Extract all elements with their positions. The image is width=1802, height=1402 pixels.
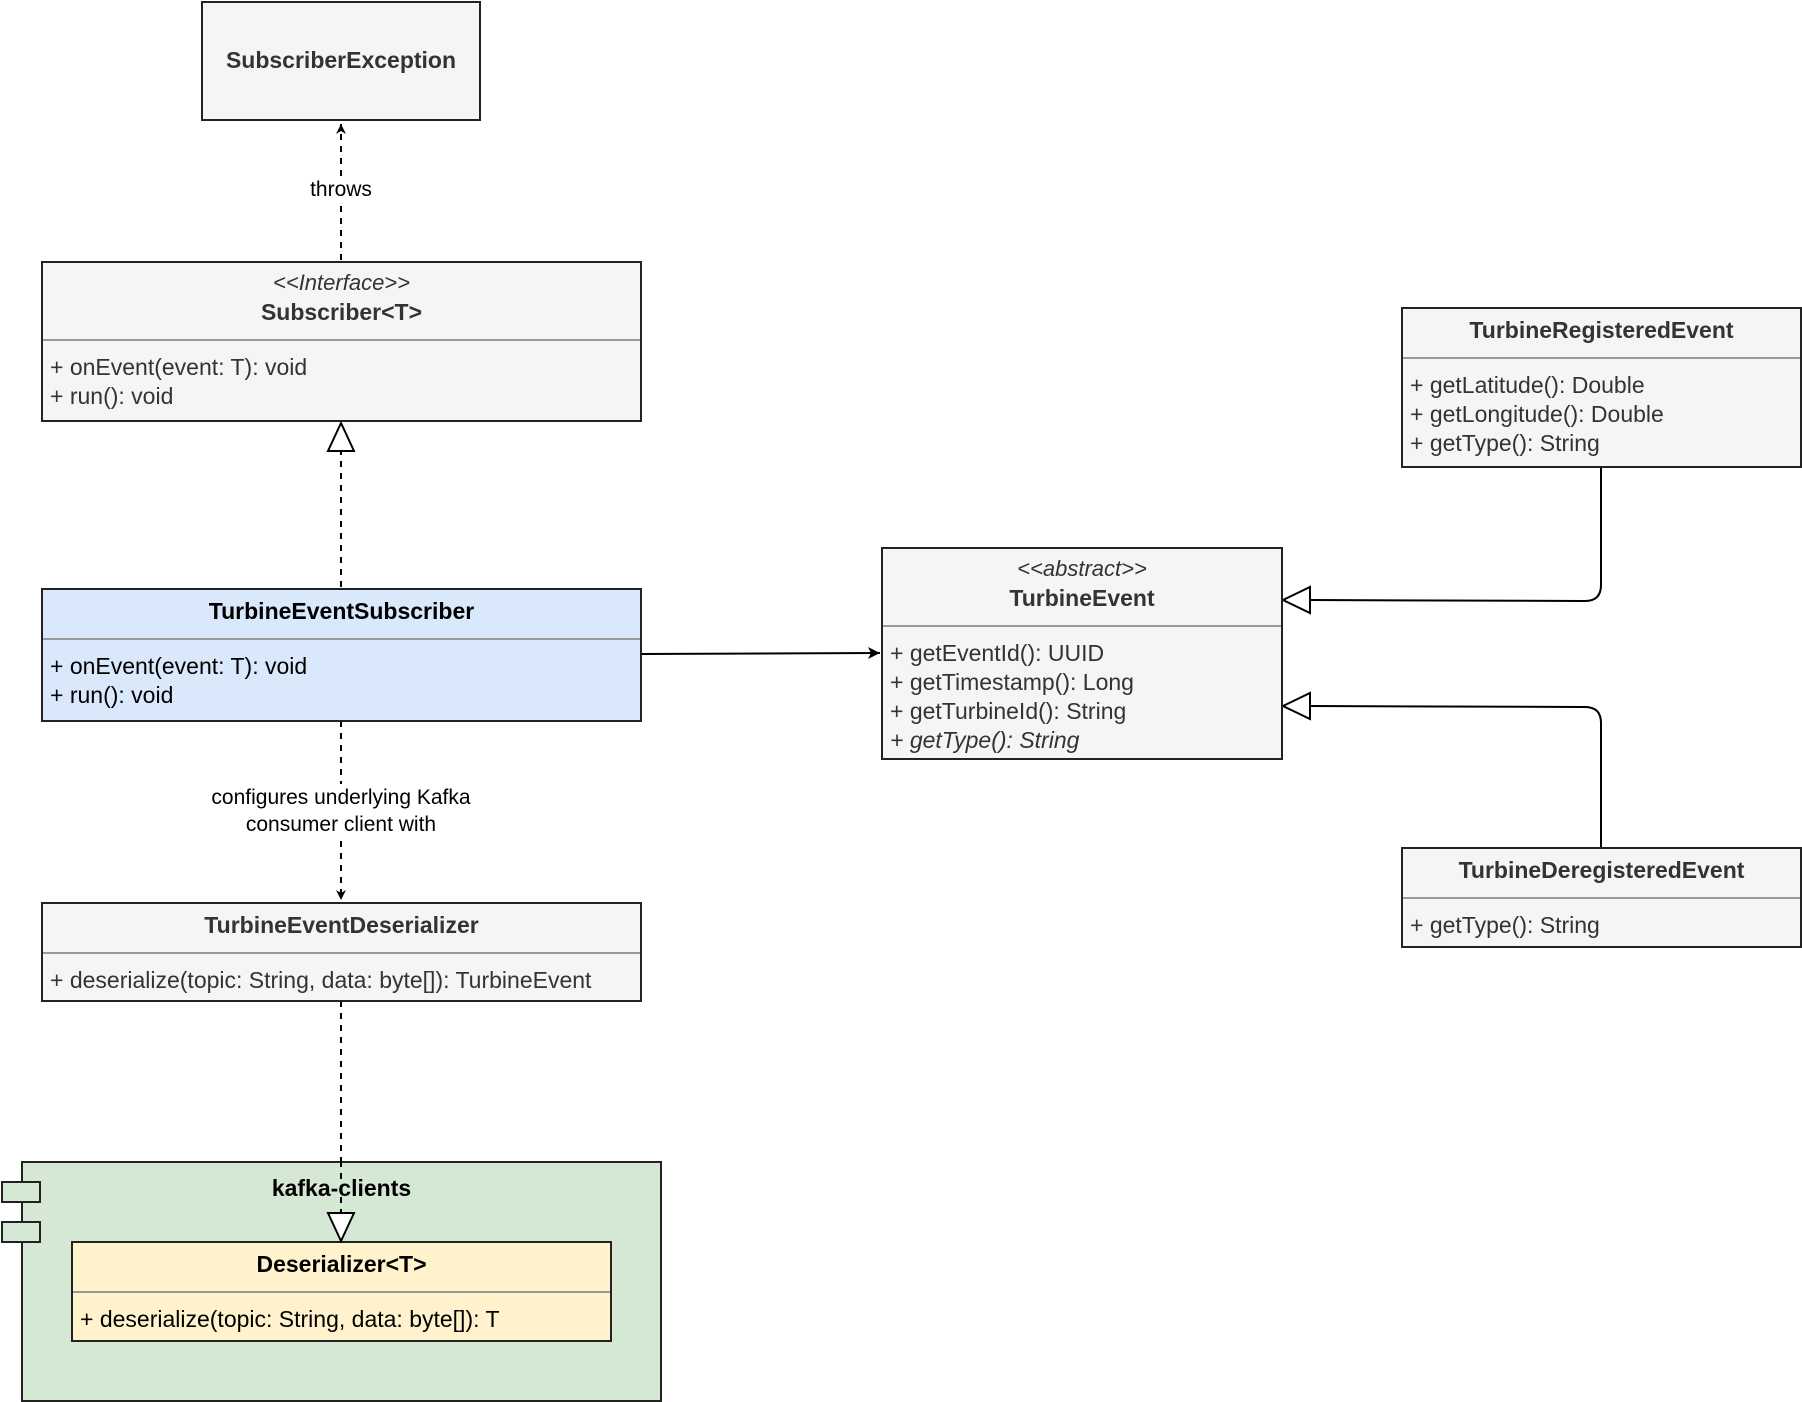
component-tab-icon xyxy=(1,1221,41,1243)
class-turbine-registered-event[interactable]: TurbineRegisteredEvent + getLatitude(): … xyxy=(1401,307,1802,468)
method: + deserialize(topic: String, data: byte[… xyxy=(80,1306,500,1332)
throws-label-text: throws xyxy=(310,178,372,201)
method: + getType(): String xyxy=(1410,912,1600,938)
method: + run(): void xyxy=(50,682,174,708)
class-turbine-deregistered-event[interactable]: TurbineDeregisteredEvent + getType(): St… xyxy=(1401,847,1802,948)
class-subscriber-exception[interactable]: SubscriberException xyxy=(201,1,481,121)
class-name: TurbineEvent xyxy=(1009,585,1155,611)
method: + getType(): String xyxy=(1410,430,1600,456)
component-tab-icon xyxy=(1,1181,41,1203)
class-name: Deserializer<T> xyxy=(256,1251,427,1277)
configures-label-line-2: consumer client with xyxy=(245,813,437,836)
generalization-arrowhead-registered xyxy=(1280,585,1311,615)
association-line-turbine-event xyxy=(640,647,881,660)
compartment-divider xyxy=(1403,897,1800,899)
class-name: SubscriberException xyxy=(225,47,457,73)
realization-arrowhead-subscriber xyxy=(326,420,356,452)
class-name: Subscriber<T> xyxy=(260,299,423,325)
method: + getEventId(): UUID xyxy=(890,640,1105,666)
class-name: TurbineEventDeserializer xyxy=(204,912,479,938)
abstract-method: + getType(): String xyxy=(890,727,1080,753)
generalization-line-deregistered xyxy=(1309,705,1602,847)
method: + getLongitude(): Double xyxy=(1410,401,1664,427)
method: + deserialize(topic: String, data: byte[… xyxy=(50,967,592,993)
generalization-arrowhead-deregistered xyxy=(1280,691,1311,721)
interface-subscriber[interactable]: <<Interface>> Subscriber<T> + onEvent(ev… xyxy=(41,261,642,422)
configures-label-line-1: configures underlying Kafka xyxy=(211,786,471,809)
compartment-divider xyxy=(43,339,640,341)
method: + onEvent(event: T): void xyxy=(50,653,308,679)
stereotype-label: <<Interface>> xyxy=(273,270,410,295)
compartment-divider xyxy=(1403,357,1800,359)
compartment-divider xyxy=(73,1291,610,1293)
method: + run(): void xyxy=(50,383,174,409)
class-turbine-event-deserializer[interactable]: TurbineEventDeserializer + deserialize(t… xyxy=(41,902,642,1002)
class-name: TurbineEventSubscriber xyxy=(208,598,475,624)
interface-deserializer[interactable]: Deserializer<T> + deserialize(topic: Str… xyxy=(71,1241,612,1342)
method: + getTimestamp(): Long xyxy=(890,669,1134,695)
method: + getTurbineId(): String xyxy=(890,698,1127,724)
compartment-divider xyxy=(43,952,640,954)
method: + getLatitude(): Double xyxy=(1410,372,1645,398)
class-name: TurbineRegisteredEvent xyxy=(1469,317,1734,343)
abstract-class-turbine-event[interactable]: <<abstract>> TurbineEvent + getEventId()… xyxy=(881,547,1283,760)
generalization-line-registered xyxy=(1309,467,1602,603)
configures-label: configures underlying Kafka consumer cli… xyxy=(196,784,486,838)
compartment-divider xyxy=(883,625,1281,627)
compartment-divider xyxy=(43,638,640,640)
stereotype-label: <<abstract>> xyxy=(1017,556,1147,581)
component-name: kafka-clients xyxy=(271,1175,412,1201)
class-turbine-event-subscriber[interactable]: TurbineEventSubscriber + onEvent(event: … xyxy=(41,588,642,722)
class-name: TurbineDeregisteredEvent xyxy=(1458,857,1745,883)
method: + onEvent(event: T): void xyxy=(50,354,308,380)
throws-label: throws xyxy=(301,176,381,203)
